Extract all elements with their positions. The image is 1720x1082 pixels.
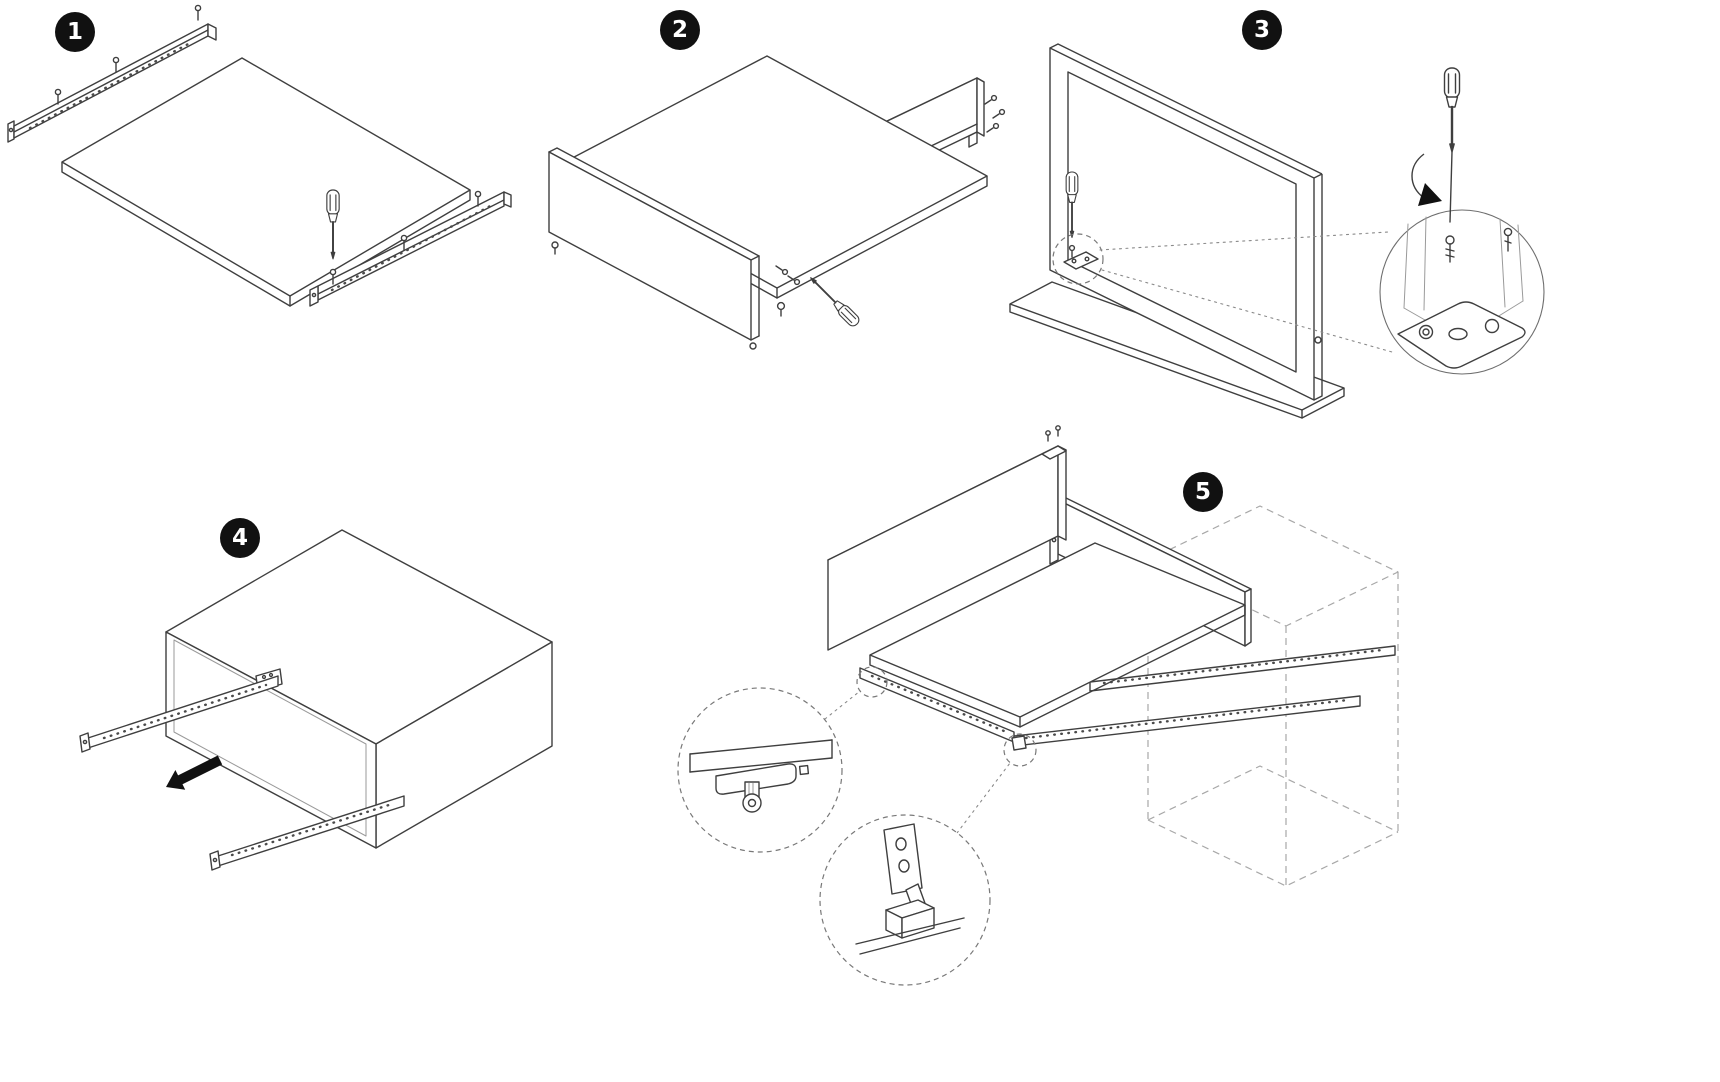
detail-leader-line [824, 690, 861, 720]
screw-icon [1045, 425, 1061, 442]
detail-view-clip [819, 814, 991, 986]
step1-illustration [7, 4, 512, 307]
drawer-side-panel [548, 147, 760, 341]
screw-icon [775, 265, 801, 286]
leveling-foot [551, 241, 786, 350]
detail-circle [856, 666, 888, 698]
detail-circle [1003, 733, 1037, 767]
slide-rail-cabinet-far [1089, 645, 1396, 692]
screw-icon [984, 94, 1006, 133]
slide-rail-left [79, 668, 283, 753]
step-3 [1000, 10, 1560, 450]
detail-circle [1052, 233, 1104, 285]
detail-view-bracket [1379, 209, 1545, 375]
rotation-arrow-icon [1411, 153, 1442, 206]
step-2-badge: 2 [660, 10, 700, 50]
cabinet-outline-dashed [1147, 505, 1399, 887]
drawer-bottom-panel [869, 542, 1246, 728]
step5-illustration [677, 425, 1399, 986]
base-panel [1009, 281, 1345, 419]
detail-leader-line [1101, 269, 1393, 353]
step2-illustration [548, 55, 1006, 350]
step-5-badge: 5 [1183, 472, 1223, 512]
step-1 [0, 0, 540, 400]
step4-illustration [79, 529, 553, 871]
screw-icon [54, 4, 202, 105]
cabinet-box [165, 529, 553, 849]
step-5 [660, 420, 1420, 1020]
corner-bracket [1063, 251, 1099, 270]
detail-leader-line [956, 762, 1011, 834]
slide-rail-back [7, 23, 217, 143]
step-4-badge: 4 [220, 518, 260, 558]
screwdriver-icon [1443, 66, 1461, 154]
step3-illustration [1009, 43, 1545, 419]
screwdriver-shaft [1449, 151, 1453, 223]
detail-leader-line [1099, 231, 1389, 251]
detail-view-pin [677, 687, 843, 853]
drawer-front-panel [827, 445, 1067, 651]
drawer-frame [1049, 43, 1323, 401]
screw-icon [1068, 244, 1076, 258]
direction-arrow-icon [166, 755, 223, 790]
step-4 [70, 500, 590, 900]
step-1-badge: 1 [55, 12, 95, 52]
rail-clip [1011, 735, 1027, 751]
step-2 [545, 20, 1015, 350]
screw-icon [329, 190, 482, 285]
slide-rail-right [209, 795, 405, 871]
screwdriver-icon [805, 272, 863, 330]
slide-rail-front [309, 191, 512, 307]
screw-icon [1445, 227, 1513, 263]
drawer-bottom-panel [61, 57, 471, 307]
step-3-badge: 3 [1242, 10, 1282, 50]
